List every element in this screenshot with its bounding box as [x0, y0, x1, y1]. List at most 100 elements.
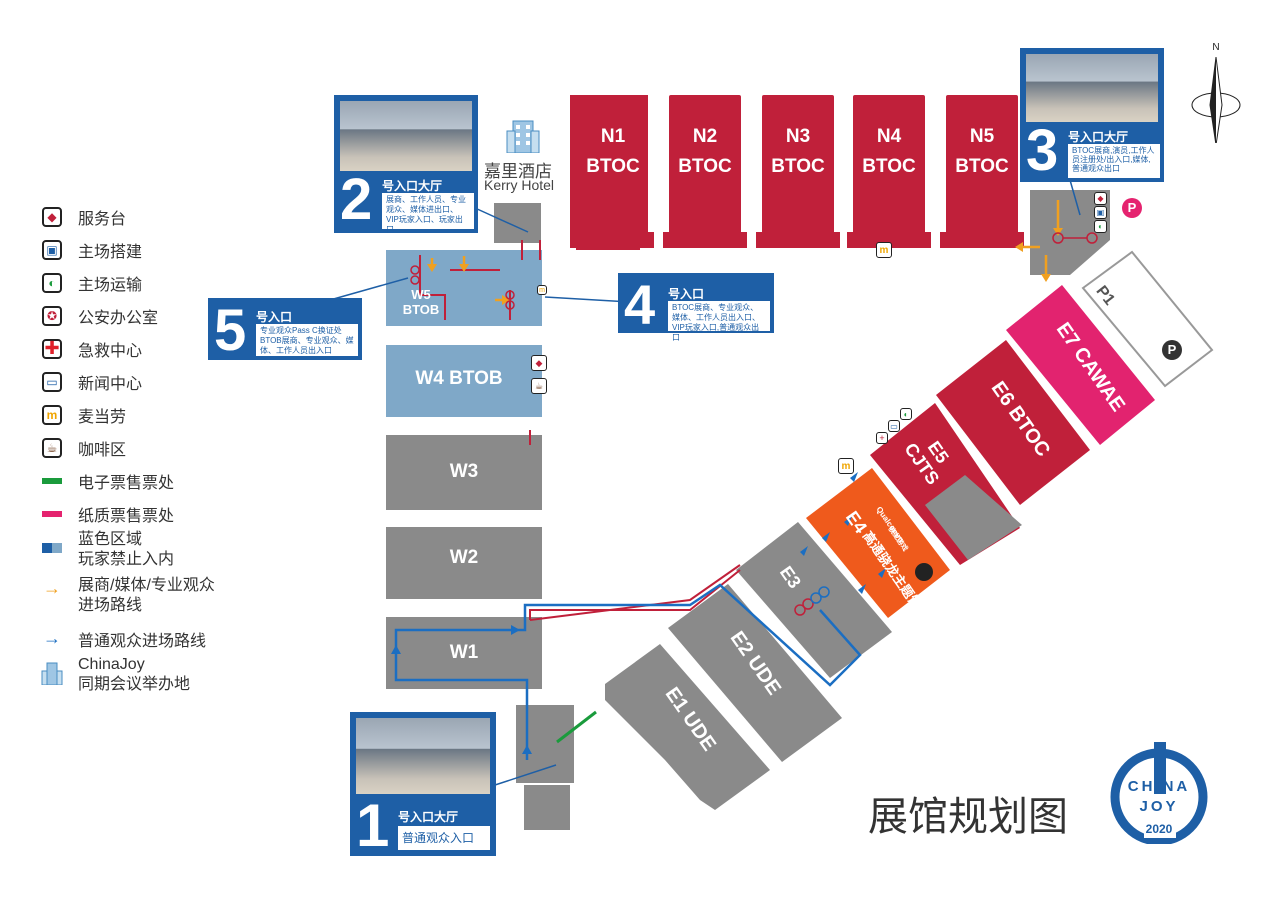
hall-e2[interactable] [668, 584, 842, 762]
hall-n4-label: N4 BTOC [853, 122, 925, 182]
press-center-icon: ▭ [888, 420, 900, 432]
compass-north-label: N [1212, 42, 1220, 53]
legend-label-line1: 展商/媒体/专业观众 [78, 577, 215, 594]
hall-w3-label: W3 [449, 461, 479, 482]
hall-w4[interactable] [386, 345, 542, 417]
entrance-1-callout[interactable]: 1 号入口大厅 普通观众入口 [350, 712, 496, 856]
corridor-north-west [494, 203, 541, 243]
compass-rose-icon [1191, 56, 1241, 146]
orange-arrow-icon: → [43, 577, 61, 598]
hall-n2-body[interactable] [669, 95, 741, 247]
hall-e3[interactable] [736, 522, 892, 678]
legend-label-line2: 玩家禁止入内 [78, 551, 175, 568]
entrance-4-callout[interactable]: 4 号入口 BTOC展商、专业观众、媒体、工作人员出入口、VIP玩家入口,普通观… [618, 273, 774, 342]
hall-n4-base [847, 232, 931, 248]
entrance3-gates [1052, 232, 1098, 244]
hall-w1-label: W1 [449, 642, 479, 663]
hall-n3-type: BTOC [771, 156, 825, 177]
blue-zone-icon [42, 543, 62, 553]
legend-label: 纸质票售票处 [78, 507, 175, 525]
hall-n2-type: BTOC [678, 156, 732, 177]
hall-n1-base [570, 232, 654, 248]
entrance-3-callout[interactable]: 3 号入口大厅 BTOC展商,演员,工作人员注册处/出入口,媒体,普通观众出口 [1020, 48, 1164, 182]
legend-label: 公安办公室 [78, 309, 159, 327]
east-halls [605, 250, 1214, 810]
eticket-line-map [556, 710, 597, 744]
hall-n3-body[interactable] [762, 95, 834, 247]
hall-e7[interactable] [1006, 285, 1155, 445]
legend-label: 咖啡区 [78, 441, 127, 459]
legend-item-mcdonalds: m 麦当劳 [40, 398, 290, 431]
first-aid-icon: + [876, 432, 888, 444]
service-desk-icon: ◆ [1094, 192, 1107, 205]
hall-w3[interactable] [386, 435, 542, 510]
legend-item-staff-route: → 展商/媒体/专业观众 进场路线 [40, 576, 290, 622]
building-icon-svg [41, 662, 63, 685]
corridor-entrance3 [1030, 190, 1110, 275]
hall-n5-type: BTOC [955, 156, 1009, 177]
legend-label: 主场搭建 [78, 243, 143, 261]
mcdonalds-icon: m [537, 285, 547, 295]
hall-e6[interactable] [936, 340, 1090, 505]
hall-n5-body[interactable] [946, 95, 1018, 247]
hall-w2[interactable] [386, 527, 542, 599]
callout-pointers [329, 179, 1081, 786]
building-icon [40, 661, 64, 685]
legend-item-police: ✪ 公安办公室 [40, 299, 290, 332]
legend-item-conference: ChinaJoy 同期会议举办地 [40, 655, 290, 701]
west-halls [386, 250, 574, 830]
legend-label: 普通观众进场路线 [78, 632, 207, 650]
staff-route [430, 200, 1060, 302]
entrance-5-number: 5 [214, 298, 247, 363]
entrance-3-title: 号入口大厅 [1068, 130, 1129, 144]
legend-label: 麦当劳 [78, 408, 127, 426]
corridor-entrance1 [516, 705, 574, 783]
cafe-icon: ☕ [531, 378, 547, 394]
red-connector [529, 564, 741, 621]
hall-n5-base [940, 232, 1024, 248]
legend-label: 服务台 [78, 210, 127, 228]
hall-e4[interactable] [806, 468, 950, 618]
entrance-2-callout[interactable]: 2 号入口大厅 展商、工作人员、专业观众、媒体进出口、VIP玩家入口、玩家出口 [334, 95, 478, 234]
entrance-1-photo [356, 718, 490, 794]
corridor-entrance1-lower [524, 785, 570, 830]
mcdonalds-icon: m [876, 242, 892, 258]
main-transport-icon: ◐ [900, 408, 912, 420]
visitor-route-arrows [391, 472, 886, 754]
paper-ticket-bar-icon [42, 510, 62, 517]
hall-w5-type: BTOB [402, 302, 440, 317]
hall-n3-name: N3 [785, 126, 811, 147]
police-office-icon: ◆ [531, 355, 547, 371]
north-halls [570, 95, 1024, 250]
hall-n4-body[interactable] [853, 95, 925, 247]
logo-top-text: CHINA [1127, 778, 1191, 795]
hall-n1-name: N1 [600, 126, 626, 147]
legend: ◆ 服务台 ▣ 主场搭建 ◐ 主场运输 ✪ 公安办公室 ✚ 急救中心 ▭ 新闻中… [40, 200, 290, 701]
hotel-name-cn: 嘉里酒店 [484, 162, 552, 181]
snapdragon-logo-icon [915, 563, 933, 581]
main-transport-icon: ◐ [1094, 220, 1107, 233]
chinajoy-logo: CHINA JOY 2020 [1100, 742, 1218, 846]
main-build-icon: ▣ [1094, 206, 1107, 219]
e3-turnstiles [794, 586, 830, 616]
entrance-5-callout[interactable]: 5 号入口 专业观众Pass C换证处 BTOB展商、专业观众、媒体、工作人员出… [208, 298, 362, 360]
legend-item-cafe: ☕ 咖啡区 [40, 431, 290, 464]
w5-gates [410, 265, 515, 310]
legend-label: 主场运输 [78, 276, 143, 294]
hall-e1[interactable] [605, 644, 770, 810]
w5-partitions [419, 255, 511, 320]
hall-n3-label: N3 BTOC [762, 122, 834, 182]
compass: N [1188, 42, 1244, 146]
hall-e5-grey [925, 475, 1022, 560]
hall-n1-body [576, 95, 648, 247]
hall-n1-label: N1 BTOC [578, 122, 648, 182]
parking-north-icon: P [1122, 198, 1142, 218]
hall-n5-label: N5 BTOC [946, 122, 1018, 182]
press-center-icon: ▭ [42, 371, 62, 392]
main-transport-icon: ◐ [42, 272, 62, 293]
legend-item-visitor-route: → 普通观众进场路线 [40, 622, 290, 655]
visitor-route [394, 583, 862, 760]
legend-label: ChinaJoy 同期会议举办地 [78, 655, 190, 695]
logo-bottom-text: JOY [1139, 798, 1179, 815]
parking-p1-icon: P [1162, 340, 1182, 360]
